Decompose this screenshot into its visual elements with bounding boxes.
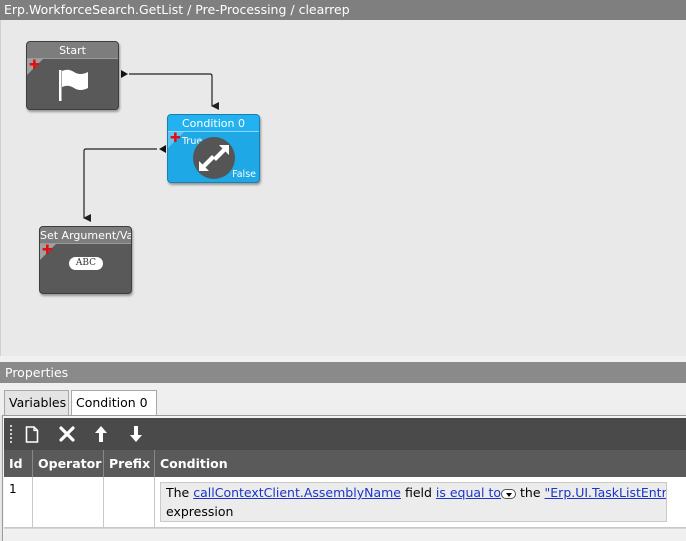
add-plus-icon[interactable]: ✚ bbox=[42, 243, 53, 258]
add-plus-icon[interactable]: ✚ bbox=[29, 58, 40, 73]
workflow-canvas[interactable]: Start ✚ Condition 0 ✚ True False Set Arg… bbox=[0, 20, 686, 356]
grid-footer bbox=[4, 528, 686, 541]
grid-toolbar bbox=[4, 418, 686, 450]
start-node-title: Start bbox=[27, 42, 118, 59]
column-header-operator[interactable]: Operator bbox=[33, 450, 104, 477]
set-argument-node[interactable]: Set Argument/Vari ✚ ABC bbox=[39, 226, 132, 294]
cell-prefix[interactable] bbox=[104, 477, 155, 528]
start-node[interactable]: Start ✚ bbox=[26, 41, 119, 110]
add-plus-icon[interactable]: ✚ bbox=[170, 131, 181, 146]
workflow-connectors bbox=[83, 70, 219, 222]
tab-variables[interactable]: Variables bbox=[4, 390, 69, 415]
column-header-condition[interactable]: Condition bbox=[160, 456, 228, 471]
toolbar-grip[interactable] bbox=[10, 425, 13, 443]
condition-line-2: expression bbox=[166, 504, 234, 519]
condition-arrows-icon bbox=[193, 137, 235, 179]
new-row-button[interactable] bbox=[20, 422, 44, 446]
cell-condition[interactable]: The callContextClient.AssemblyName field… bbox=[155, 477, 686, 528]
connector-condition-to-set bbox=[83, 148, 157, 222]
abc-badge: ABC bbox=[69, 257, 103, 270]
properties-header: Properties bbox=[0, 362, 686, 383]
delete-x-icon bbox=[59, 426, 75, 442]
value-link[interactable]: "Erp.UI.TaskListEntr... bbox=[544, 485, 667, 500]
false-branch-label: False bbox=[232, 169, 256, 180]
move-up-button[interactable] bbox=[89, 422, 113, 446]
start-output-port bbox=[121, 70, 128, 78]
cell-operator[interactable] bbox=[33, 477, 104, 528]
pane-splitter[interactable] bbox=[0, 356, 686, 362]
properties-tabs: Variables Condition 0 bbox=[0, 383, 686, 416]
condition-node[interactable]: Condition 0 ✚ True False bbox=[167, 114, 260, 183]
condition-true-port bbox=[159, 145, 166, 153]
arrow-up-icon bbox=[95, 426, 107, 442]
grid-header: Id Operator Prefix Condition bbox=[4, 450, 686, 477]
condition-line-1: The callContextClient.AssemblyName field… bbox=[166, 483, 666, 502]
field-link[interactable]: callContextClient.AssemblyName bbox=[193, 485, 401, 500]
set-argument-node-title: Set Argument/Vari bbox=[40, 227, 131, 244]
flag-icon bbox=[59, 69, 88, 101]
true-branch-label: True bbox=[182, 136, 203, 147]
chevron-down-icon[interactable] bbox=[501, 488, 517, 499]
move-down-button[interactable] bbox=[124, 422, 148, 446]
cell-id[interactable]: 1 bbox=[4, 477, 33, 528]
operator-link[interactable]: is equal to bbox=[435, 485, 502, 500]
condition-expression: The callContextClient.AssemblyName field… bbox=[160, 482, 667, 522]
column-header-id[interactable]: Id bbox=[4, 450, 33, 477]
designer-title: Erp.WorkforceSearch.GetList / Pre-Proces… bbox=[4, 2, 350, 17]
condition-grid: Id Operator Prefix Condition 1 The callC… bbox=[4, 450, 686, 541]
new-document-icon bbox=[25, 425, 39, 443]
arrow-down-icon bbox=[130, 426, 142, 442]
tab-condition-0[interactable]: Condition 0 bbox=[71, 390, 157, 416]
delete-row-button[interactable] bbox=[55, 422, 79, 446]
designer-title-bar: Erp.WorkforceSearch.GetList / Pre-Proces… bbox=[0, 0, 686, 20]
properties-title: Properties bbox=[5, 365, 69, 380]
condition-node-title: Condition 0 bbox=[168, 115, 259, 132]
column-header-prefix[interactable]: Prefix bbox=[104, 450, 155, 477]
connector-start-to-condition bbox=[129, 73, 219, 110]
